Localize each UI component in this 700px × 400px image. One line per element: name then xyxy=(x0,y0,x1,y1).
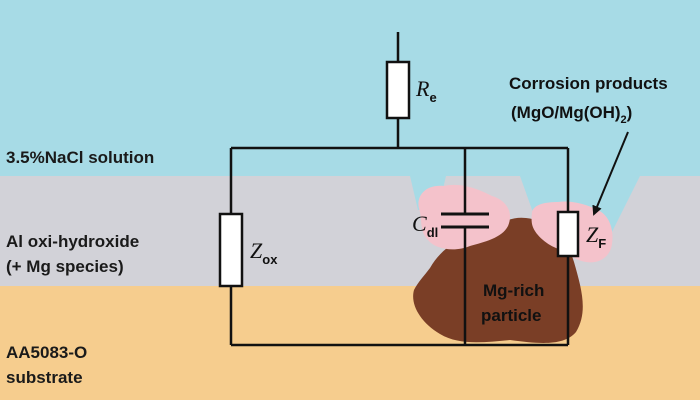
oxide-label-line2: (+ Mg species) xyxy=(6,257,124,276)
substrate-layer xyxy=(0,286,700,400)
particle-label-line1: Mg-rich xyxy=(483,281,544,300)
corrosion-products-left xyxy=(418,184,511,250)
solution-label: 3.5%NaCl solution xyxy=(6,148,154,167)
zox-label: Zox xyxy=(250,238,278,267)
substrate-label-line2: substrate xyxy=(6,368,83,387)
annotation-line1: Corrosion products xyxy=(509,74,668,93)
oxide-label-line1: Al oxi-hydroxide xyxy=(6,232,139,251)
annotation-line2: (MgO/Mg(OH)2) xyxy=(511,103,632,126)
resistor-re xyxy=(385,60,411,120)
zf-label: ZF xyxy=(586,222,606,251)
cdl-label: Cdl xyxy=(412,211,438,240)
annotation-arrow xyxy=(592,131,629,216)
substrate-label-line1: AA5083-O xyxy=(6,343,87,362)
particle-label-line2: particle xyxy=(481,306,541,325)
re-label: Re xyxy=(415,76,437,105)
impedance-zox xyxy=(218,212,244,288)
impedance-zf xyxy=(556,210,580,258)
